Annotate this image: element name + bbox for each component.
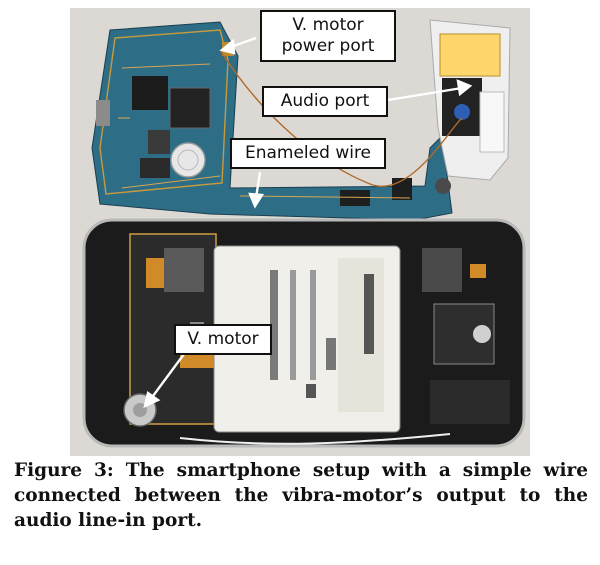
motherboard-pcb (91, 21, 453, 221)
label-power-port: V. motor power port (260, 10, 396, 62)
label-enameled-wire: Enameled wire (230, 138, 386, 169)
speaker-module (429, 19, 511, 181)
label-arrows (143, 36, 473, 409)
phone-housing (82, 218, 526, 448)
figure-photo: V. motor power port Audio port Enameled … (70, 8, 530, 456)
figure-caption: Figure 3: The smartphone setup with a si… (14, 460, 588, 531)
label-audio-port: Audio port (262, 86, 388, 117)
label-v-motor: V. motor (174, 324, 272, 355)
